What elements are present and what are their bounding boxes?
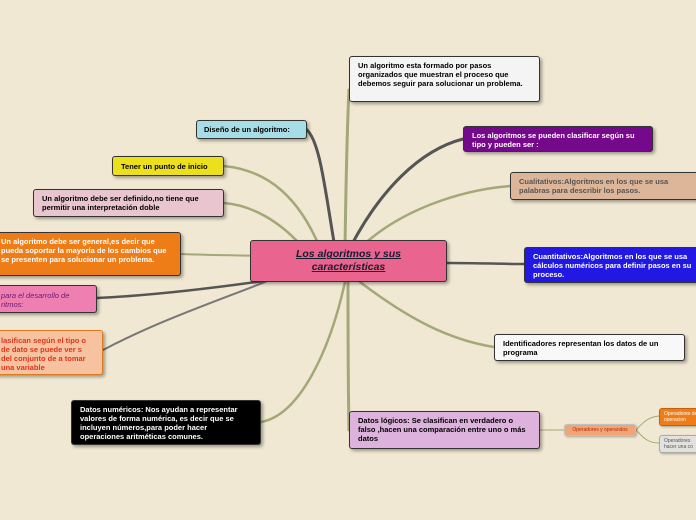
link-punto-inicio (221, 164, 322, 250)
node-operadores-b-text: Operadores hacer una co (664, 438, 693, 450)
node-cualitativos[interactable]: Cualitativos:Algoritmos en los que se us… (510, 172, 696, 200)
node-operadores-b[interactable]: Operadores hacer una co (659, 435, 696, 453)
node-clasificar-text: Los algoritmos se pueden clasificar segú… (472, 131, 635, 149)
node-operadores-a-text: Operadores de operacion (664, 411, 696, 423)
node-diseno[interactable]: Diseño de un algoritmo: (196, 120, 307, 139)
node-cualitativos-text: Cualitativos:Algoritmos en los que se us… (519, 177, 669, 195)
link-clasificar (348, 137, 465, 250)
node-punto-inicio[interactable]: Tener un punto de inicio (112, 156, 224, 176)
link-cuantitativos (445, 261, 526, 266)
node-definido-text: Un algoritmo debe ser definido,no tiene … (42, 194, 199, 212)
node-cuantitativos[interactable]: Cuantitativos:Algoritmos en los que se u… (524, 247, 696, 283)
node-identificadores-text: Identificadores representan los datos de… (503, 339, 659, 357)
link-operadores-a (635, 415, 660, 431)
node-general[interactable]: Un algoritmo debe ser general,es decir q… (0, 232, 181, 276)
node-pasos-text: Un algoritmo esta formado por pasos orga… (358, 61, 523, 88)
link-numericos (259, 280, 347, 424)
node-logicos[interactable]: Datos lógicos: Se clasifican en verdader… (349, 411, 540, 449)
link-operadores-b (635, 429, 660, 444)
link-clasifican-tipo (102, 279, 271, 351)
link-diseno (304, 127, 337, 250)
node-operadores-a[interactable]: Operadores de operacion (659, 408, 696, 426)
node-diseno-text: Diseño de un algoritmo: (204, 125, 290, 134)
node-numericos[interactable]: Datos numéricos: Nos ayudan a representa… (71, 400, 261, 445)
node-clasifican-tipo[interactable]: lasifican según el tipo o de dato se pue… (0, 330, 103, 375)
link-logicos (346, 280, 351, 432)
link-desarrollo (95, 278, 272, 300)
link-cualitativos (358, 184, 512, 250)
node-numericos-text: Datos numéricos: Nos ayudan a representa… (80, 405, 238, 441)
node-general-text: Un algoritmo debe ser general,es decir q… (1, 237, 167, 264)
node-desarrollo-text: para el desarrollo de ritmos: (1, 291, 70, 309)
link-pasos (343, 88, 351, 250)
central-topic[interactable]: Los algoritmos y sus características (250, 240, 447, 282)
link-identificadores (358, 280, 496, 349)
node-operadores-text: Operadores y operandos (572, 427, 628, 433)
central-topic-text: Los algoritmos y sus características (295, 248, 402, 273)
node-clasificar[interactable]: Los algoritmos se pueden clasificar segú… (463, 126, 653, 152)
node-pasos[interactable]: Un algoritmo esta formado por pasos orga… (349, 56, 540, 102)
node-definido[interactable]: Un algoritmo debe ser definido,no tiene … (33, 189, 224, 217)
node-cuantitativos-text: Cuantitativos:Algoritmos en los que se u… (533, 252, 692, 279)
node-operadores[interactable]: Operadores y operandos (564, 424, 636, 436)
node-logicos-text: Datos lógicos: Se clasifican en verdader… (358, 416, 526, 443)
node-identificadores[interactable]: Identificadores representan los datos de… (494, 334, 685, 361)
node-punto-inicio-text: Tener un punto de inicio (121, 162, 208, 171)
node-desarrollo[interactable]: para el desarrollo de ritmos: (0, 285, 97, 313)
node-clasifican-tipo-text: lasifican según el tipo o de dato se pue… (1, 336, 87, 372)
